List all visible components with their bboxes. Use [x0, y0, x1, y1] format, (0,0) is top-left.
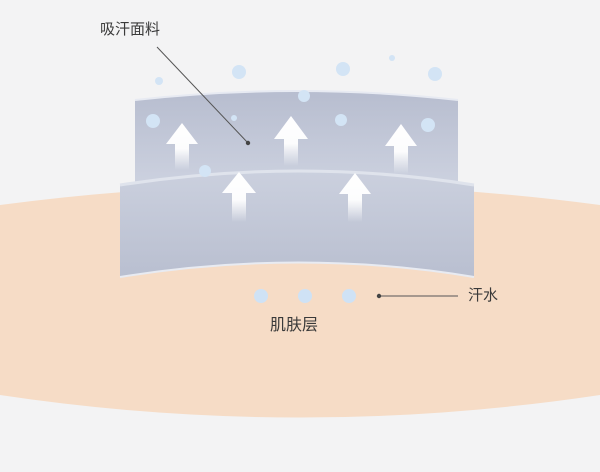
skin-layer-label: 肌肤层 — [270, 315, 319, 334]
fabric-label: 吸汗面料 — [100, 20, 161, 38]
sweat-leader-line — [376, 293, 458, 299]
sweat-droplet-icon — [389, 55, 395, 61]
sweat-droplet-icon — [199, 165, 211, 177]
sweat-droplet-icon — [421, 118, 435, 132]
sweat-droplet-icon — [155, 77, 163, 85]
sweat-droplet-icon — [342, 289, 356, 303]
sweat-label: 汗水 — [468, 286, 499, 304]
up-arrow-icon — [385, 124, 417, 174]
sweat-droplet-icon — [335, 114, 347, 126]
up-arrow-icon — [222, 172, 256, 222]
sweat-droplet-icon — [231, 115, 237, 121]
sweat-droplet-icon — [232, 65, 246, 79]
fabric-front-layer — [119, 169, 475, 278]
fabric-leader-line — [156, 46, 251, 146]
up-arrow-icon — [339, 173, 371, 222]
up-arrow-icon — [166, 123, 198, 170]
sweat-droplet-icon — [336, 62, 350, 76]
sweat-droplet-icon — [428, 67, 442, 81]
sweat-droplet-icon — [254, 289, 268, 303]
sweat-droplet-icon — [146, 114, 160, 128]
sweat-droplet-icon — [298, 90, 310, 102]
up-arrow-icon — [274, 116, 308, 166]
sweat-droplet-icon — [298, 289, 312, 303]
